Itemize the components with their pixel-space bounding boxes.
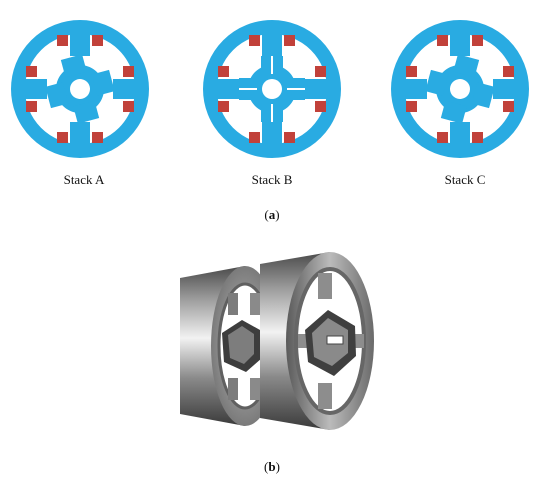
stack-a-diagram [5, 14, 155, 164]
stack-b-label: Stack B [251, 172, 293, 187]
caption-a: (a) [264, 207, 280, 222]
stack-c-label: Stack C [444, 172, 486, 187]
caption-a-letter: a [268, 207, 276, 222]
3d-motor-model [150, 238, 400, 438]
caption-b-letter: b [268, 459, 276, 474]
stack-a-label: Stack A [63, 172, 105, 187]
caption-b: (b) [264, 459, 280, 474]
stack-c-diagram [385, 14, 535, 164]
stack-b-diagram [197, 14, 347, 164]
